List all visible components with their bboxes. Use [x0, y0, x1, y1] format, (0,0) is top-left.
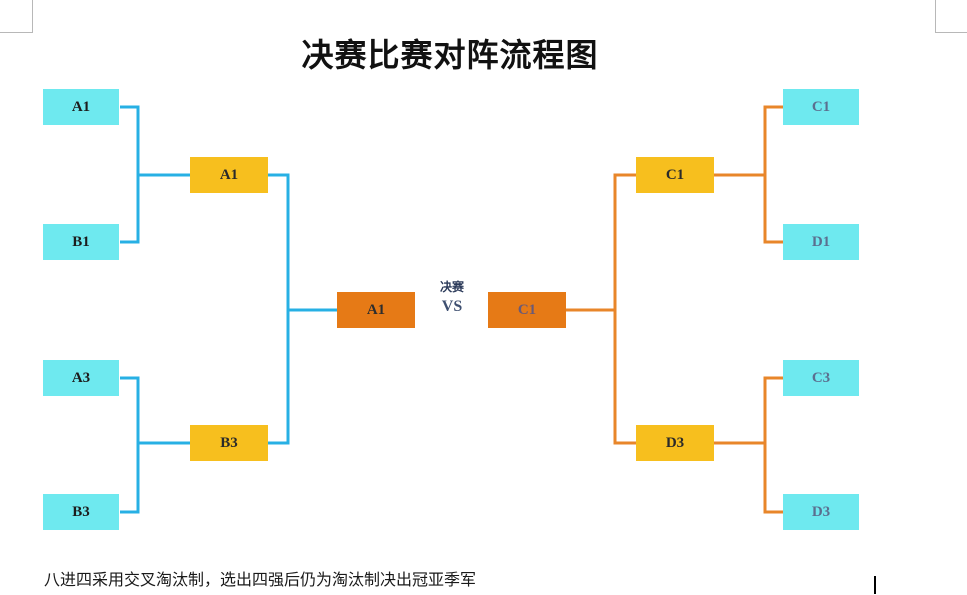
left-round1-team-2: B1 [43, 224, 119, 260]
left-finalist: A1 [337, 292, 415, 328]
vs-label: VS [441, 298, 463, 315]
connector-c3-d3-to-semi [763, 376, 783, 514]
left-round1-team-4: B3 [43, 494, 119, 530]
right-round1-team-1: C1 [783, 89, 859, 125]
right-semifinal-lower: D3 [636, 425, 714, 461]
final-label: 决赛 [439, 280, 464, 294]
left-round1-team-1: A1 [43, 89, 119, 125]
left-semifinal-upper: A1 [190, 157, 268, 193]
page-corner-mark-top-left [0, 0, 33, 33]
text-cursor [874, 576, 876, 594]
connector-right-semis-to-final [613, 173, 636, 445]
left-semifinal-lower: B3 [190, 425, 268, 461]
rules-footnote: 八进四采用交叉淘汰制，选出四强后仍为淘汰制决出冠亚季军 [44, 570, 477, 589]
diagram-title: 决赛比赛对阵流程图 [301, 36, 599, 74]
right-round1-team-2: D1 [783, 224, 859, 260]
connector-left-semis-to-final [268, 173, 290, 445]
connector-c1-d1-to-semi [763, 105, 783, 244]
page-corner-mark-top-right [935, 0, 967, 33]
right-finalist: C1 [488, 292, 566, 328]
right-round1-team-3: C3 [783, 360, 859, 396]
connector-a3-b3-to-semi [120, 376, 140, 514]
connector-a1-b1-to-semi [120, 105, 140, 244]
right-semifinal-upper: C1 [636, 157, 714, 193]
left-round1-team-3: A3 [43, 360, 119, 396]
right-round1-team-4: D3 [783, 494, 859, 530]
